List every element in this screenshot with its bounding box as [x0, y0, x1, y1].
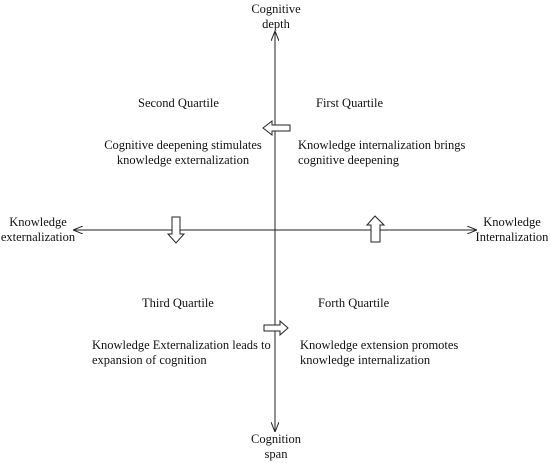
bottom-axis-label-line2: span: [264, 447, 288, 461]
left-axis-label-line2: externalization: [0, 230, 76, 244]
second-quartile-text-line1: Cognitive deepening stimulates: [104, 138, 262, 152]
fourth-quartile-text-line1: Knowledge extension promotes: [300, 338, 459, 352]
left-axis-label-line1: Knowledge: [9, 215, 67, 229]
third-quartile-text-line1: Knowledge Externalization leads to: [92, 338, 271, 352]
second-quartile-text: Cognitive deepening stimulates knowledge…: [98, 138, 268, 168]
third-quartile-title: Third Quartile: [142, 296, 214, 310]
fourth-quartile-text: Knowledge extension promotes knowledge i…: [300, 338, 478, 368]
right-axis-label: Knowledge Internalization: [474, 215, 550, 245]
top-axis-label-line2: depth: [262, 17, 290, 31]
first-quartile-text-line1: Knowledge internalization brings: [298, 138, 466, 152]
arrow-right-icon: [263, 319, 289, 337]
left-axis-label: Knowledge externalization: [0, 215, 76, 245]
bottom-axis-label: Cognition span: [238, 432, 314, 462]
arrow-up-icon: [365, 215, 386, 243]
third-quartile-text: Knowledge Externalization leads to expan…: [92, 338, 271, 368]
first-quartile-text-line2: cognitive deepening: [298, 153, 400, 167]
right-axis-label-line2: Internalization: [475, 230, 549, 244]
first-quartile-title: First Quartile: [316, 96, 384, 110]
fourth-quartile-title: Forth Quartile: [318, 296, 390, 310]
top-axis-label: Cognitive depth: [238, 2, 314, 32]
second-quartile-title: Second Quartile: [138, 96, 219, 110]
third-quartile-text-line2: expansion of cognition: [92, 353, 207, 367]
second-quartile-text-line2: knowledge externalization: [116, 153, 250, 167]
top-axis-label-line1: Cognitive: [251, 2, 301, 16]
right-axis-label-line1: Knowledge: [483, 215, 541, 229]
fourth-quartile-text-line2: knowledge internalization: [300, 353, 431, 367]
first-quartile-text: Knowledge internalization brings cogniti…: [298, 138, 478, 168]
arrow-left-icon: [262, 119, 291, 137]
arrow-down-icon: [166, 216, 186, 244]
bottom-axis-label-line1: Cognition: [250, 432, 301, 446]
